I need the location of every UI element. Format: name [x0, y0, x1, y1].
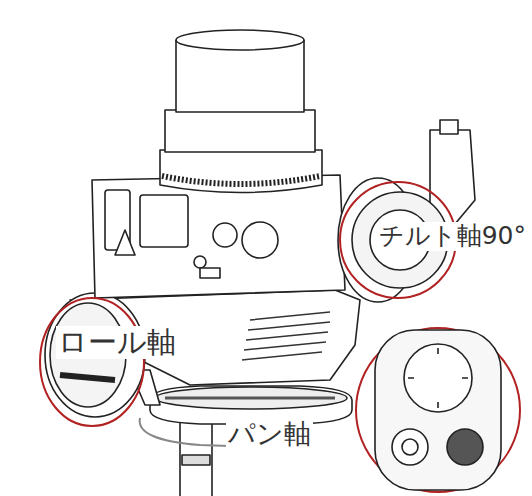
camera-port	[200, 268, 220, 278]
joystick-marks	[408, 348, 468, 408]
camera-dial	[242, 222, 278, 258]
bracket-screw	[440, 120, 458, 134]
axis-label: ロール軸	[56, 326, 178, 359]
pan-motor-top	[155, 387, 347, 409]
lens-ridges	[162, 176, 320, 184]
handle	[180, 420, 212, 496]
axis-label: パン軸	[226, 418, 313, 449]
axis-label: チルト軸90°	[377, 222, 528, 251]
roll-detail	[60, 375, 115, 380]
camera-button	[194, 256, 206, 268]
pan-detail	[165, 397, 335, 400]
camera-body	[92, 175, 345, 298]
control-panel	[375, 330, 501, 490]
button-dark	[447, 429, 483, 465]
button-ring	[392, 429, 428, 465]
knob	[115, 230, 135, 255]
lens-mid	[165, 110, 315, 152]
camera-button	[213, 223, 237, 247]
vent-lines	[242, 312, 330, 360]
camera-screen	[140, 195, 188, 247]
joystick	[404, 344, 472, 412]
pan-rotation-arrow	[140, 418, 230, 446]
roll-highlight	[40, 298, 144, 426]
control-inset	[356, 328, 520, 492]
handle-ring	[182, 455, 210, 465]
lens-top	[176, 30, 304, 50]
lens-ring	[160, 150, 322, 193]
button	[402, 439, 418, 455]
